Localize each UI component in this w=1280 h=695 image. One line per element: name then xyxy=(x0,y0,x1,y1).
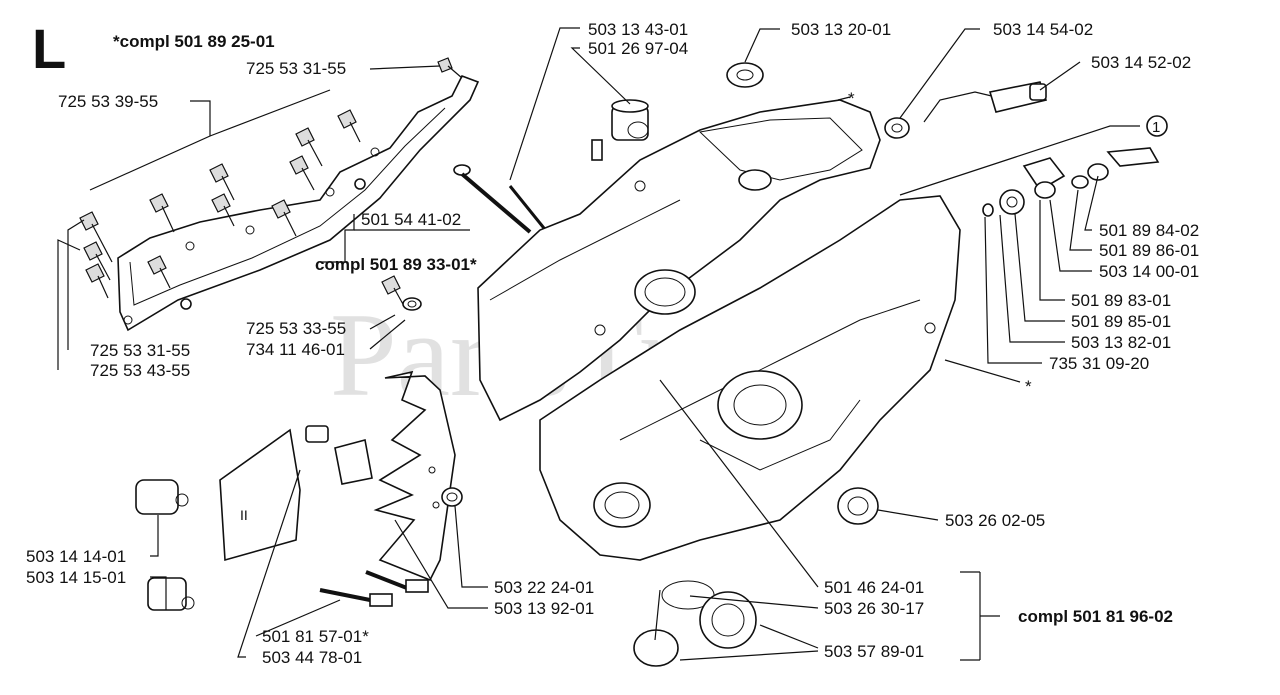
part-number-label: 725 53 39-55 xyxy=(58,92,158,111)
part-number-label: 503 44 78-01 xyxy=(262,648,362,667)
lower-left-parts-drawing: II xyxy=(135,370,463,611)
part-number-label: 501 89 83-01 xyxy=(1071,291,1171,310)
part-number-label: 501 46 24-01 xyxy=(824,578,924,597)
part-number-label: 734 11 46-01 xyxy=(246,340,345,359)
svg-text:II: II xyxy=(240,507,248,523)
part-number-label: 503 14 15-01 xyxy=(26,568,126,587)
crankcase-lower-drawing xyxy=(539,195,961,561)
part-number-label: 501 89 85-01 xyxy=(1071,312,1171,331)
part-number-label: 501 26 97-04 xyxy=(588,39,688,58)
part-number-label: 503 13 92-01 xyxy=(494,599,594,618)
compl-label-top: *compl 501 89 25-01 xyxy=(113,32,275,51)
part-number-label: 503 57 89-01 xyxy=(824,642,924,661)
part-number-label: 503 13 43-01 xyxy=(588,20,688,39)
callout-circle xyxy=(1146,115,1168,137)
top-small-parts-drawing xyxy=(591,62,1160,217)
part-number-label: 725 53 43-55 xyxy=(90,361,190,380)
cylinder-cover-gasket-drawing xyxy=(79,57,480,332)
part-number-label: 501 89 84-02 xyxy=(1099,221,1199,240)
part-number-label: 725 53 31-55 xyxy=(90,341,190,360)
asterisk-mark: * xyxy=(1025,377,1032,396)
section-letter: L xyxy=(32,17,66,80)
part-number-label: 503 14 52-02 xyxy=(1091,53,1191,72)
asterisk-mark: * xyxy=(848,89,855,108)
part-number-label: 735 31 09-20 xyxy=(1049,354,1149,373)
part-number-label: 503 13 20-01 xyxy=(791,20,891,39)
part-number-label: 725 53 31-55 xyxy=(246,59,346,78)
oil-cap-drawing xyxy=(633,487,879,667)
part-number-label: 501 89 86-01 xyxy=(1099,241,1199,260)
part-number-label: 503 13 82-01 xyxy=(1071,333,1171,352)
part-number-label: 503 22 24-01 xyxy=(494,578,594,597)
part-number-label: 503 14 14-01 xyxy=(26,547,126,566)
part-number-label: 503 26 30-17 xyxy=(824,599,924,618)
crankcase-upper-drawing xyxy=(477,99,881,422)
part-number-label: 501 81 57-01* xyxy=(262,627,369,646)
compl-label-middle: compl 501 89 33-01* xyxy=(315,255,477,274)
part-number-label: 725 53 33-55 xyxy=(246,319,346,338)
part-number-label: 503 14 00-01 xyxy=(1099,262,1199,281)
part-number-label: 503 14 54-02 xyxy=(993,20,1093,39)
leader-lines xyxy=(57,27,1140,661)
callout-number: 1 xyxy=(1152,119,1160,136)
part-number-label: 501 54 41-02 xyxy=(361,210,461,229)
compl-label-right: compl 501 81 96-02 xyxy=(1018,607,1173,626)
part-number-label: 503 26 02-05 xyxy=(945,511,1045,530)
